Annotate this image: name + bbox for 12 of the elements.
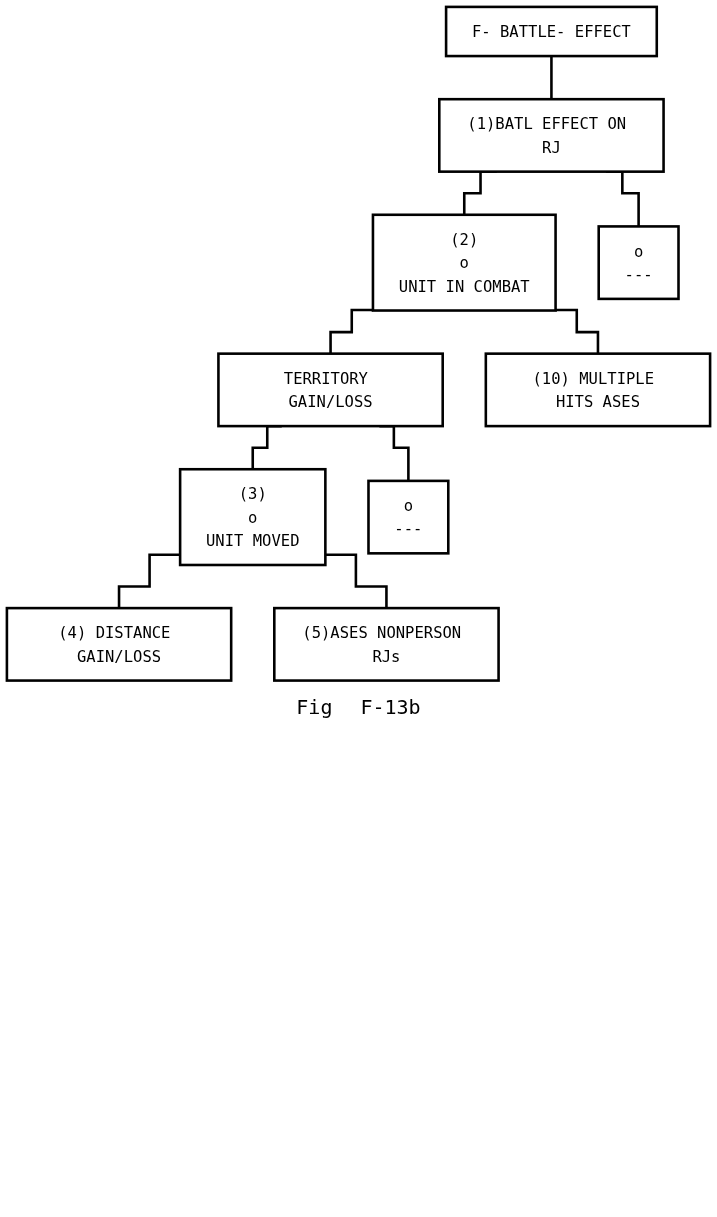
node-box: o --- bbox=[367, 479, 450, 555]
node-box: TERRITORY GAIN/LOSS bbox=[217, 352, 444, 428]
figure-label: Fig bbox=[296, 695, 333, 720]
node-box: (10) MULTIPLE HITS ASES bbox=[484, 352, 712, 428]
node-box: (4) DISTANCE GAIN/LOSS bbox=[5, 606, 233, 682]
node-box: o --- bbox=[597, 225, 680, 301]
node-box: (1)BATL EFFECT ON RJ bbox=[438, 97, 665, 173]
node-box: (2) o UNIT IN COMBAT bbox=[371, 213, 557, 312]
figure-label: F-13b bbox=[360, 695, 421, 720]
node-box: F- BATTLE- EFFECT bbox=[444, 5, 659, 58]
node-box: (5)ASES NONPERSON RJs bbox=[273, 606, 500, 682]
node-box: (3) o UNIT MOVED bbox=[178, 467, 327, 567]
